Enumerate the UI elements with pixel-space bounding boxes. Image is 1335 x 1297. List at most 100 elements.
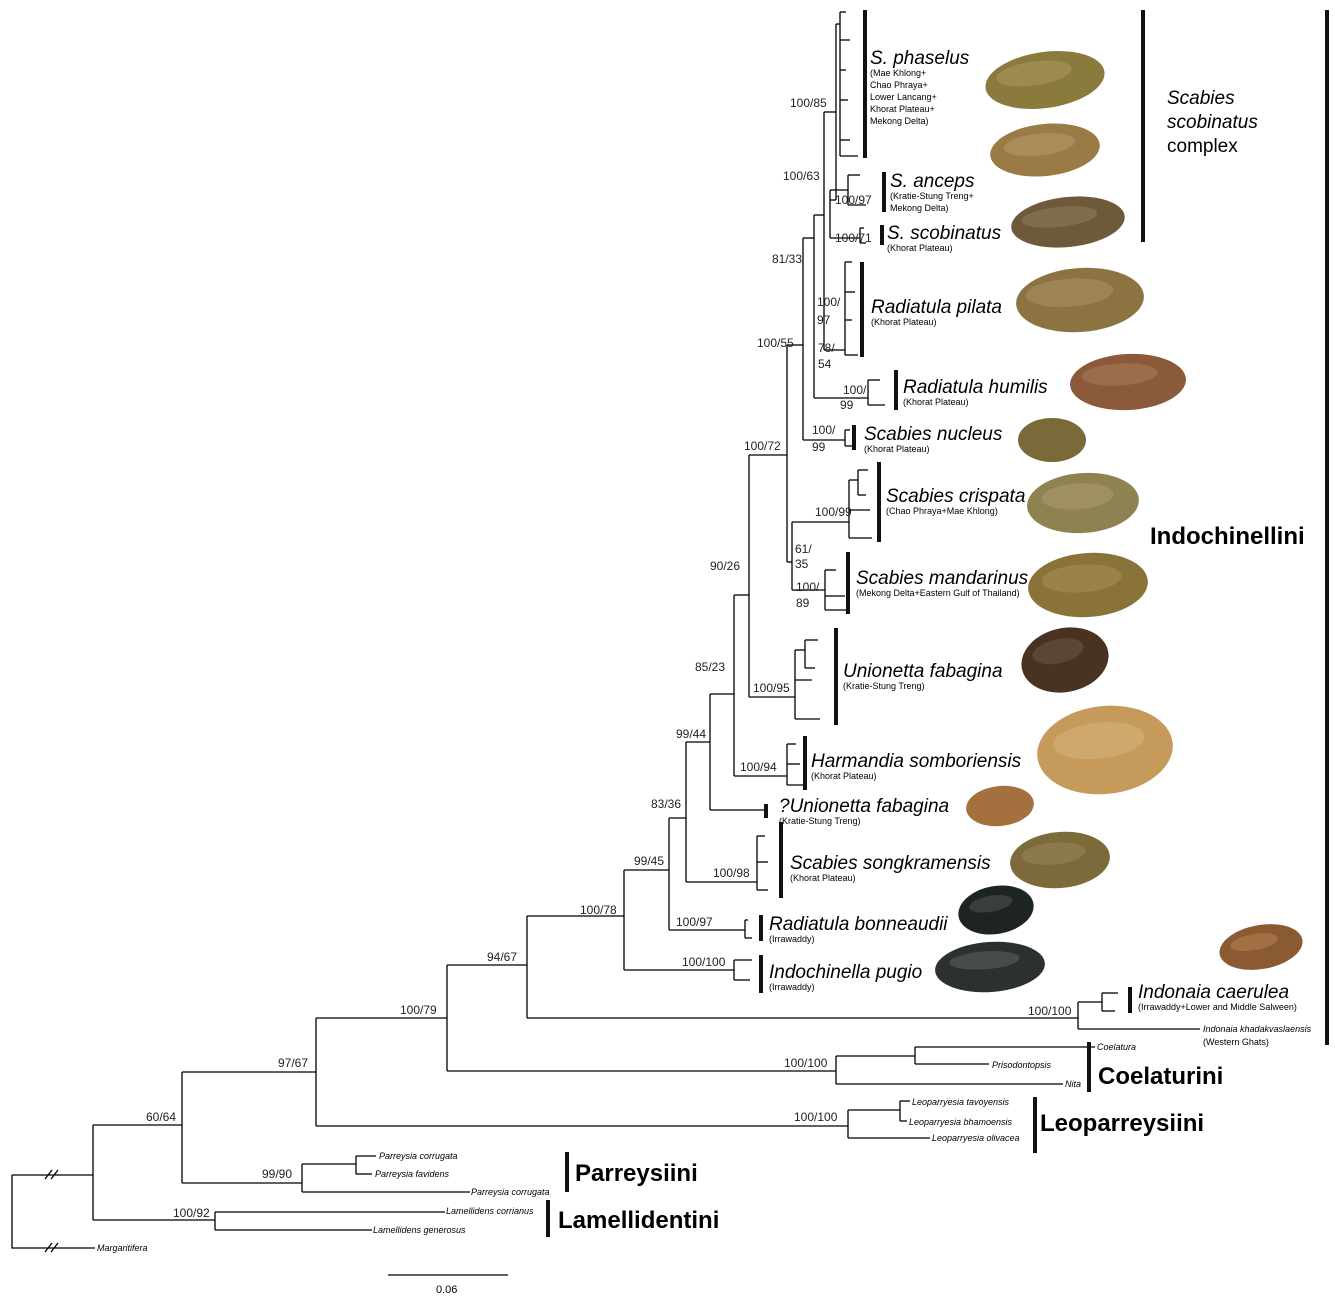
support-value: 100/100 [682,955,726,969]
support-value: 81/33 [772,252,802,266]
species-locality: (Kratie-Stung Treng) [843,681,925,691]
support-value: 100/92 [173,1206,210,1220]
support-value: 83/36 [651,797,681,811]
complex-label: complex [1167,136,1238,157]
species-locality: (Mekong Delta+Eastern Gulf of Thailand) [856,588,1020,598]
support-value: 99/44 [676,727,706,741]
support-value: 100/72 [744,439,781,453]
taxon-label: Lamellidens generosus [373,1225,466,1235]
species-name: S. scobinatus [887,223,1002,244]
support-value: 100/100 [784,1056,828,1070]
support-value: 99 [840,398,854,412]
species-name: ?Unionetta fabagina [779,796,949,817]
species-locality: Chao Phraya+ [870,80,928,90]
taxon-label: Leoparryesia tavoyensis [912,1097,1010,1107]
taxon-label: Indonaia khadakvaslaensis [1203,1024,1312,1034]
support-value: 89 [796,596,810,610]
tribe-label-leoparreysiini: Leoparreysiini [1040,1110,1204,1137]
support-value: 94/67 [487,950,517,964]
support-value: 100/97 [676,915,713,929]
taxon-label: Lamellidens corrianus [446,1206,534,1216]
tribe-label-coelaturini: Coelaturini [1098,1063,1223,1090]
species-locality: (Irrawaddy) [769,982,815,992]
support-value: 100/85 [790,96,827,110]
support-value: 60/64 [146,1110,176,1124]
taxon-label: Coelatura [1097,1042,1136,1052]
support-value: 100/ [817,295,841,309]
species-locality: (Kratie-Stung Treng+ [890,191,974,201]
species-locality: (Chao Phraya+Mae Khlong) [886,506,998,516]
species-locality: Khorat Plateau+ [870,104,935,114]
tribe-label-indochinellini: Indochinellini [1150,523,1305,550]
support-value: 100/ [843,383,867,397]
taxon-label: Leoparryesia bhamoensis [909,1117,1013,1127]
complex-label: Scabies [1167,88,1235,109]
species-name: Scabies nucleus [864,424,1003,445]
support-value: 97/67 [278,1056,308,1070]
species-name: Harmandia somboriensis [811,751,1022,772]
tribe-label-lamellidentini: Lamellidentini [558,1207,719,1234]
species-locality: (Khorat Plateau) [790,873,856,883]
support-value: 100/98 [713,866,750,880]
species-name: Radiatula bonneaudii [769,914,948,935]
support-value: 99 [812,440,826,454]
support-values: 100/85 100/63 100/97 100/71 81/33 100/ 9… [146,96,1072,1220]
support-value: 99/45 [634,854,664,868]
taxon-label: Parreysia favidens [375,1169,450,1179]
support-value: 100/71 [835,231,872,245]
species-name: Radiatula pilata [871,297,1002,318]
species-locality: (Irrawaddy) [769,934,815,944]
species-name: Scabies songkramensis [790,853,991,874]
species-name: Scabies crispata [886,486,1025,507]
species-locality: (Khorat Plateau) [903,397,969,407]
support-value: 78/ [818,341,835,355]
species-locality: (Irrawaddy+Lower and Middle Salween) [1138,1002,1297,1012]
taxon-label: Parreysia corrugata [379,1151,458,1161]
taxon-label: Prisodontopsis [992,1060,1052,1070]
taxon-label: Margaritifera [97,1243,148,1253]
tribe-label-parreysiini: Parreysiini [575,1160,698,1187]
support-value: 99/90 [262,1167,292,1181]
support-value: 100/99 [815,505,852,519]
support-value: 35 [795,557,809,571]
species-name: Indonaia caerulea [1138,982,1289,1003]
support-value: 100/95 [753,681,790,695]
species-locality: Mekong Delta) [870,116,929,126]
species-locality: (Kratie-Stung Treng) [779,816,861,826]
scale-bar: 0.06 [388,1275,508,1296]
support-value: 61/ [795,542,812,556]
species-locality: Lower Lancang+ [870,92,937,102]
species-locality: (Khorat Plateau) [811,771,877,781]
species-locality: (Khorat Plateau) [871,317,937,327]
support-value: 100/97 [835,193,872,207]
complex-label: scobinatus [1167,112,1258,133]
support-value: 100/100 [794,1110,838,1124]
support-value: 54 [818,357,832,371]
species-name: S. phaselus [870,48,970,69]
shell-nucleus [1018,418,1086,462]
support-value: 100/63 [783,169,820,183]
taxon-label: (Western Ghats) [1203,1037,1269,1047]
species-locality: Mekong Delta) [890,203,949,213]
taxon-label: Parreysia corrugata [471,1187,550,1197]
support-value: 100/ [796,580,820,594]
support-value: 100/94 [740,760,777,774]
support-value: 100/78 [580,903,617,917]
species-locality: (Khorat Plateau) [864,444,930,454]
support-value: 100/55 [757,336,794,350]
support-value: 97 [817,313,831,327]
species-name: Indochinella pugio [769,962,922,983]
scale-label: 0.06 [436,1284,457,1296]
taxon-label: Leoparryesia olivacea [932,1133,1020,1143]
support-value: 90/26 [710,559,740,573]
taxon-label: Nita [1065,1079,1081,1089]
support-value: 85/23 [695,660,725,674]
species-name: Radiatula humilis [903,377,1048,398]
species-name: Scabies mandarinus [856,568,1029,589]
support-value: 100/100 [1028,1004,1072,1018]
species-locality: (Mae Khlong+ [870,68,926,78]
species-name: Unionetta fabagina [843,661,1003,682]
support-value: 100/79 [400,1003,437,1017]
support-value: 100/ [812,423,836,437]
